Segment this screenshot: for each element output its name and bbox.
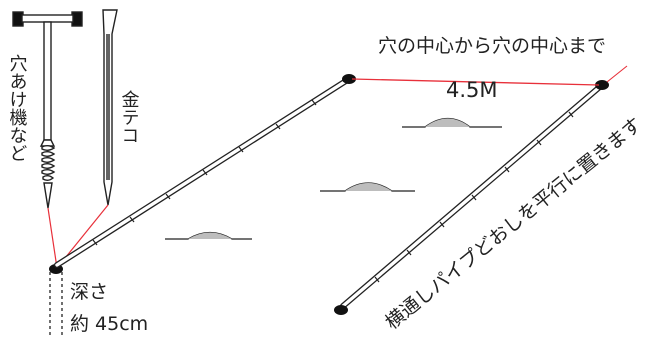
- hole-top-right: [595, 80, 609, 90]
- hole-bottom-right: [334, 305, 348, 315]
- hole-top-left: [342, 74, 356, 84]
- stake-icon: [102, 9, 118, 206]
- depth-label-line1: 深さ: [70, 281, 108, 303]
- hole-outline: [49, 272, 63, 338]
- measurement-leader: [606, 65, 628, 83]
- measurement-line: [351, 78, 600, 86]
- pipe-left: [54, 76, 352, 268]
- parallel-instruction-label: 横通しパイプどおしを平行に置きます: [381, 114, 646, 334]
- auger-label: 穴あけ機など: [7, 54, 28, 162]
- auger-icon: [12, 11, 83, 209]
- stake-label: 金テコ: [119, 90, 140, 144]
- pipe-right: [340, 82, 605, 309]
- ground-mounds: [165, 117, 502, 240]
- center-to-center-label: 穴の中心から穴の中心まで: [378, 35, 606, 57]
- distance-label: 4.5M: [446, 78, 498, 102]
- depth-label-line2: 約 45cm: [70, 313, 148, 335]
